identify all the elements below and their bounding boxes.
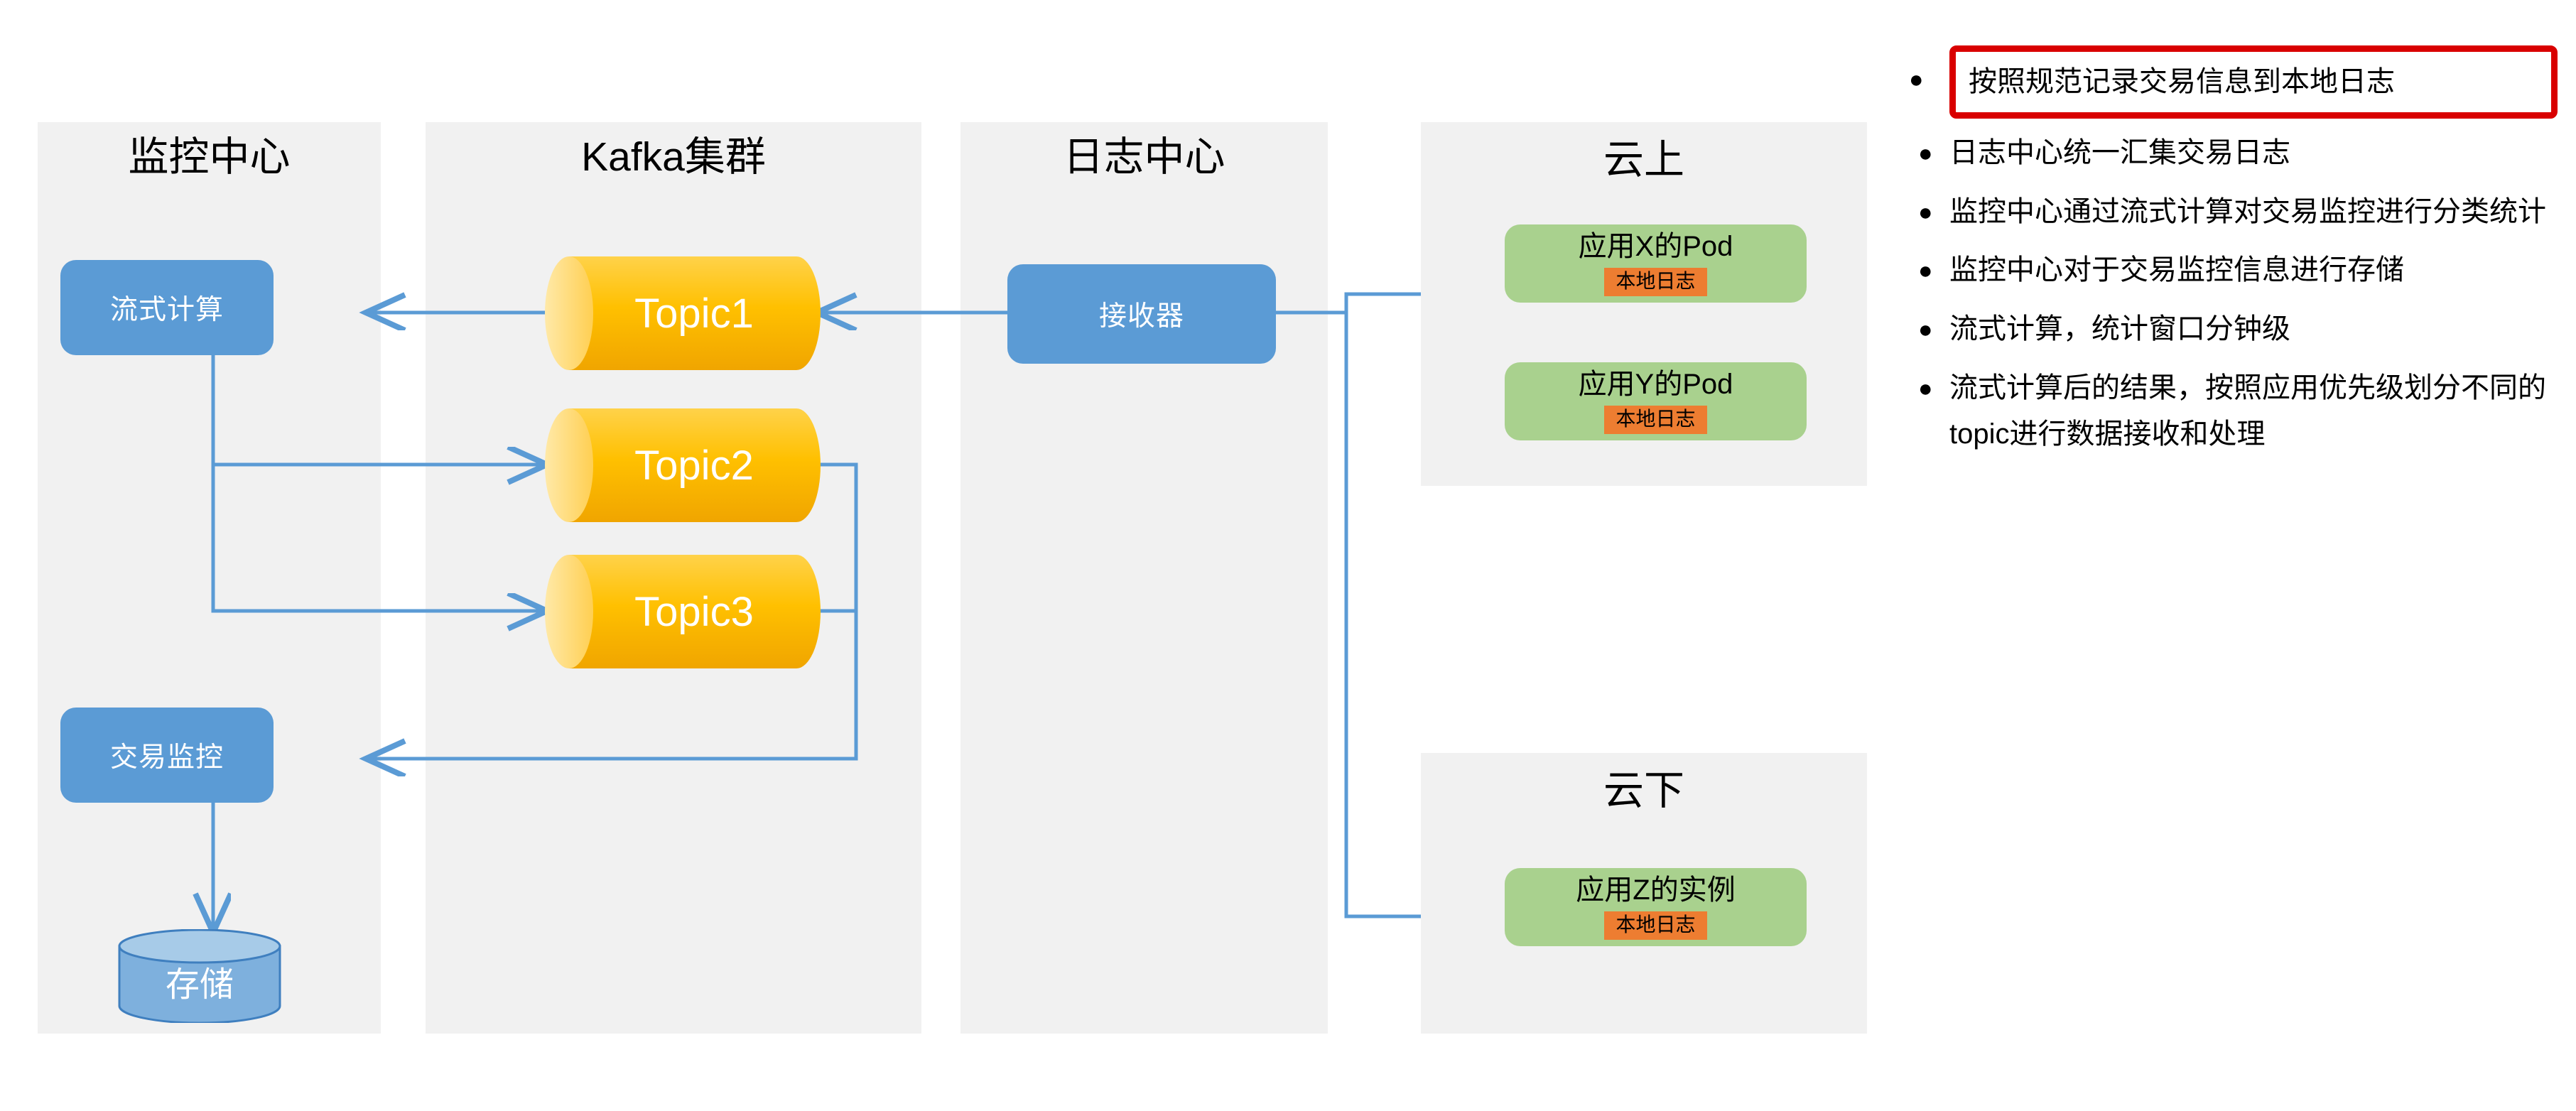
pod-app-z-log: 本地日志 — [1604, 911, 1707, 941]
panel-monitor-center — [38, 122, 381, 1034]
panel-log-center — [960, 122, 1328, 1034]
node-stream-compute[interactable]: 流式计算 — [60, 260, 274, 355]
bullet-text: 监控中心通过流式计算对交易监控进行分类统计 — [1949, 195, 2546, 227]
bullet-item: ● 流式计算，统计窗口分钟级 — [1918, 306, 2558, 352]
bullet-item: ● 监控中心通过流式计算对交易监控进行分类统计 — [1918, 189, 2558, 235]
bullet-marker-icon: ● — [1918, 257, 1933, 285]
node-transaction-monitor[interactable]: 交易监控 — [60, 708, 274, 803]
panel-title-kafka-cluster: Kafka集群 — [581, 134, 766, 180]
bullet-text: 流式计算后的结果，按照应用优先级划分不同的topic进行数据接收和处理 — [1949, 372, 2546, 450]
cylinder-shape — [118, 928, 281, 1024]
bullet-text: 按照规范记录交易信息到本地日志 — [1969, 66, 2395, 97]
pod-app-x-log: 本地日志 — [1604, 267, 1707, 297]
bullet-marker-icon: ● — [1909, 66, 1924, 93]
bullet-item: ● 流式计算后的结果，按照应用优先级划分不同的topic进行数据接收和处理 — [1918, 365, 2558, 457]
node-storage-label: 存储 — [165, 966, 234, 1004]
bullet-text: 流式计算，统计窗口分钟级 — [1949, 313, 2290, 345]
pod-app-x-name: 应用X的Pod — [1578, 230, 1733, 262]
bullet-marker-icon: ● — [1918, 374, 1933, 402]
bullet-item: ● 监控中心对于交易监控信息进行存储 — [1918, 247, 2558, 293]
cylinder-shape — [545, 408, 821, 522]
cylinder-shape — [545, 555, 821, 668]
bullet-item-highlighted: ● 按照规范记录交易信息到本地日志 — [1909, 45, 2558, 119]
bullet-marker-icon: ● — [1918, 316, 1933, 344]
panel-title-cloud-on: 云上 — [1603, 137, 1684, 183]
node-topic3[interactable]: Topic3 — [543, 553, 821, 671]
notes-bullet-list: ● 按照规范记录交易信息到本地日志 ● 日志中心统一汇集交易日志 ● 监控中心通… — [1909, 45, 2558, 470]
bullet-text: 日志中心统一汇集交易日志 — [1949, 136, 2290, 168]
pod-app-y-log: 本地日志 — [1604, 405, 1707, 435]
bullet-marker-icon: ● — [1918, 198, 1933, 226]
pod-app-z-name: 应用Z的实例 — [1576, 874, 1736, 906]
cylinder-shape — [545, 256, 821, 370]
node-topic3-label: Topic3 — [634, 588, 754, 635]
node-topic1[interactable]: Topic1 — [543, 254, 821, 372]
panel-title-cloud-off: 云下 — [1603, 768, 1684, 813]
node-receiver[interactable]: 接收器 — [1007, 264, 1276, 364]
node-topic2-label: Topic2 — [634, 442, 754, 489]
pod-app-y-name: 应用Y的Pod — [1578, 368, 1733, 400]
pod-app-z[interactable]: 应用Z的实例 本地日志 — [1505, 868, 1807, 946]
pod-app-y[interactable]: 应用Y的Pod 本地日志 — [1505, 362, 1807, 440]
bullet-text: 监控中心对于交易监控信息进行存储 — [1949, 254, 2404, 286]
node-topic2[interactable]: Topic2 — [543, 406, 821, 524]
node-topic1-label: Topic1 — [634, 290, 754, 337]
panel-title-log-center: 日志中心 — [1063, 134, 1225, 180]
node-storage[interactable]: 存储 — [118, 928, 281, 1024]
pod-app-x[interactable]: 应用X的Pod 本地日志 — [1505, 224, 1807, 303]
panel-title-monitor-center: 监控中心 — [128, 134, 291, 180]
bullet-item: ● 日志中心统一汇集交易日志 — [1918, 130, 2558, 176]
bullet-marker-icon: ● — [1918, 139, 1933, 167]
